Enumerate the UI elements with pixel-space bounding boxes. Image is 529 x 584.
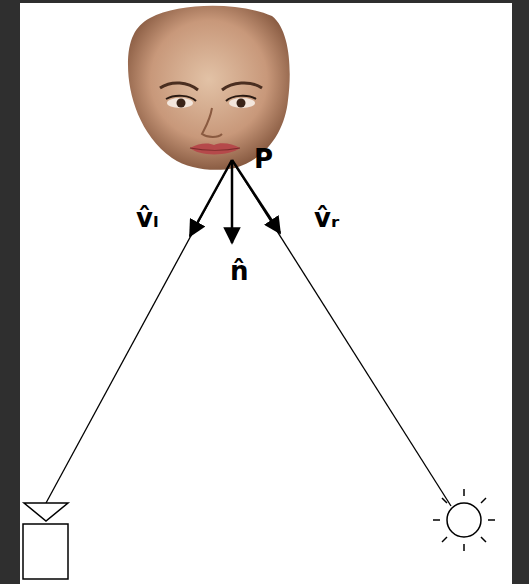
vector-label: v̂ₗ xyxy=(136,205,159,231)
ray-lines xyxy=(46,160,451,506)
camera-symbol xyxy=(23,503,68,579)
light-ray xyxy=(232,160,451,506)
white-panel xyxy=(20,3,512,584)
normal-vector xyxy=(231,160,234,243)
vector-label: n̂ xyxy=(230,258,249,284)
view-ray xyxy=(46,160,232,503)
point-label: P xyxy=(254,146,273,172)
view-vector xyxy=(190,160,232,236)
vector-label: v̂ᵣ xyxy=(314,205,339,231)
light-source-symbol xyxy=(433,489,495,551)
